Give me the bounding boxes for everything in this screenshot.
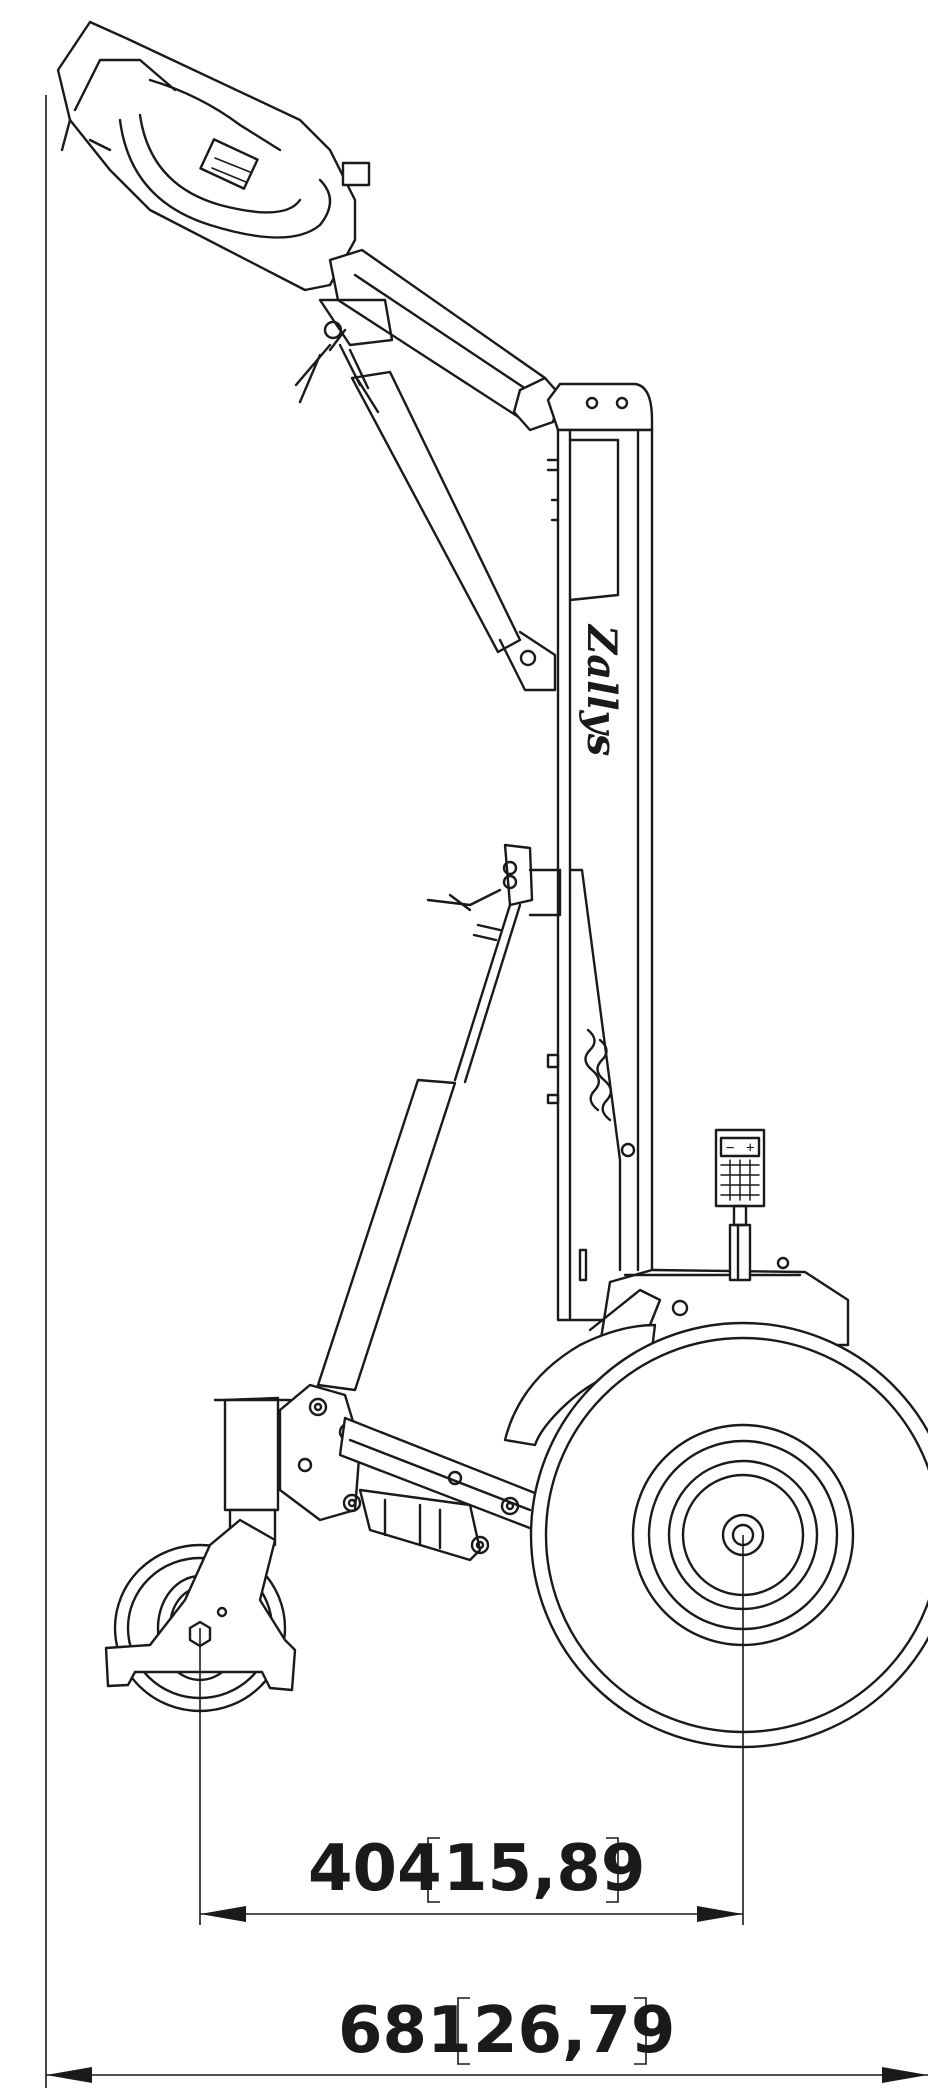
- main-mast: Zallys: [546, 382, 654, 1322]
- wheelbase-dimension-label: 404 15,89: [308, 1832, 645, 1906]
- upper-gas-strut: [338, 343, 557, 692]
- lower-gas-strut: [316, 843, 562, 1392]
- battery-plus-label: +: [746, 1140, 754, 1156]
- wheelbase-mm: 404: [308, 1832, 442, 1906]
- battery-minus-label: −: [726, 1140, 734, 1156]
- rear-drive-wheel: [503, 1321, 928, 1749]
- overall-mm: 681: [338, 1994, 472, 2068]
- overall-dimension-label: 681 26,79: [338, 1994, 675, 2068]
- overall-inch: 26,79: [473, 1994, 675, 2068]
- dimension-lines: [45, 95, 928, 2088]
- key-switch-icon: [341, 161, 371, 187]
- handlebar-grip: [56, 20, 371, 292]
- steering-arm: [294, 248, 562, 432]
- brand-logo: Zallys: [578, 623, 625, 756]
- wheelbase-inch: 15,89: [443, 1832, 645, 1906]
